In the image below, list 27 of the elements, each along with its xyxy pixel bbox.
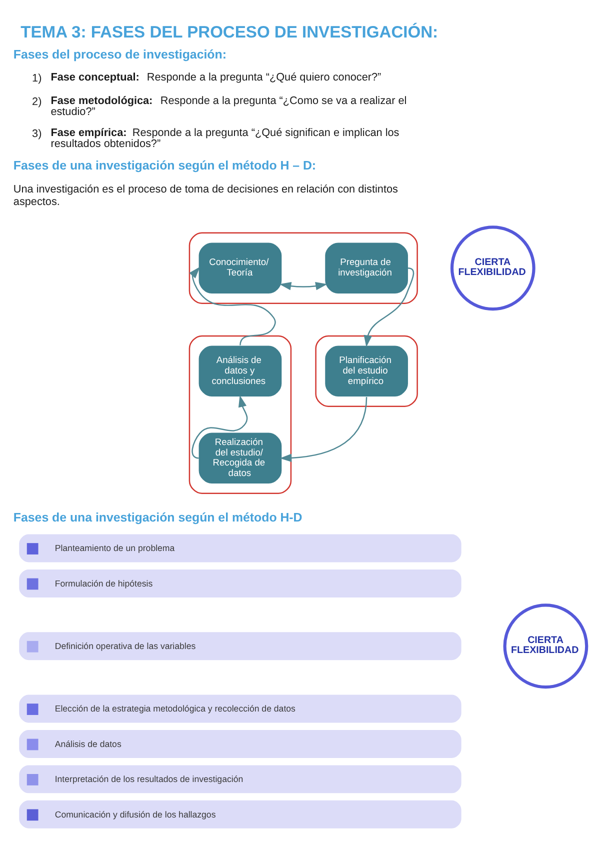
node-box: Análisis de datos (19, 730, 462, 758)
arrow (192, 394, 248, 458)
node-circle: CIERTA FLEXIBILIDAD (450, 225, 536, 310)
node-box: Formulación de hipótesis (19, 568, 462, 597)
node-box: Elección de la estrategia metodológica y recolección de datos (19, 694, 462, 722)
node-box: Conocimiento/ Teoría (198, 242, 282, 293)
diagram-title: TEMA 3: FASES DEL PROCESO DE INVESTIGACIÓN: (20, 22, 438, 42)
arrow (280, 396, 368, 462)
label: 3) Fase empírica: Responde a la pregunta “¿Qué significan e implican los resultados obtenidos?” (32, 126, 400, 150)
arrow (279, 281, 328, 290)
node-box: Interpretación de los resultados de investigación (19, 764, 462, 793)
label: Fases del proceso de investigación: (13, 47, 226, 62)
node-box: Planteamiento de un problema (19, 534, 462, 562)
node-circle: CIERTA FLEXIBILIDAD (503, 603, 588, 688)
arrow (189, 266, 276, 345)
node-box: Definición operativa de las variables (19, 632, 462, 660)
node-box: Realización del estudio/ Recogida de datos (198, 432, 282, 484)
label: Una investigación es el proceso de toma de decisiones en relación con distintos aspectos. (13, 182, 398, 208)
node-box: Análisis de datos y conclusiones (198, 345, 282, 396)
label: Fases de una investigación según el método H – D: (13, 158, 316, 172)
label: 2) Fase metodológica: Responde a la pregunta “¿Como se va a realizar el estudio?” (32, 94, 407, 118)
node-box: Planificación del estudio empírico (325, 345, 408, 396)
node-box: Pregunta de investigación (325, 242, 408, 293)
label: 1) Fase conceptual: Responde a la pregunta “¿Qué quiero conocer?” (32, 71, 382, 84)
label: Fases de una investigación según el método H-D (13, 510, 302, 524)
arrow (364, 267, 414, 347)
node-box: Comunicación y difusión de los hallazgos (19, 800, 462, 828)
